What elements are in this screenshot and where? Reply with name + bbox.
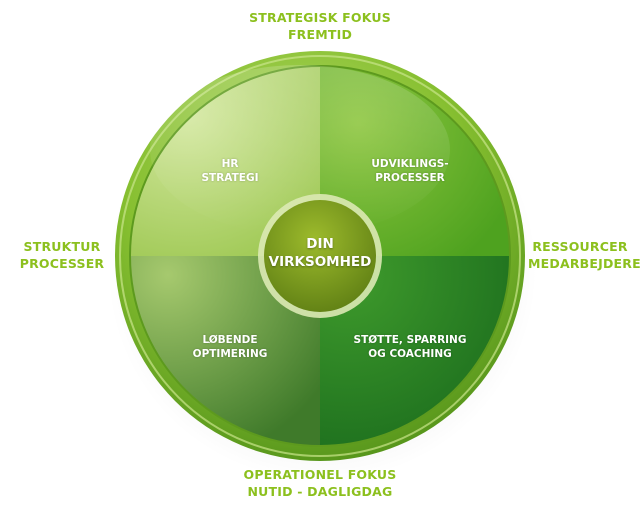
axis-right-line-2: MEDARBEJDERE <box>528 256 640 271</box>
axis-left-line-2: PROCESSER <box>19 256 105 271</box>
axis-label-bottom: OPERATIONEL FOKUS NUTID - DAGLIGDAG <box>200 466 440 500</box>
gloss-highlight <box>150 65 450 235</box>
quadrant-tl-line-2: STRATEGI <box>201 172 259 184</box>
axis-bottom-line-1: OPERATIONEL FOKUS <box>243 467 397 482</box>
quadrant-bottom-left <box>130 256 320 446</box>
quadrant-label-stotte-sparring: STØTTE, SPARRING OG COACHING <box>340 333 480 361</box>
quadrant-tl-line-1: HR <box>221 158 239 170</box>
axis-top-line-1: STRATEGISK FOKUS <box>249 10 391 25</box>
quadrant-label-hr-strategi: HR STRATEGI <box>180 157 280 185</box>
quadrant-br-line-2: OG COACHING <box>368 348 452 360</box>
quadrant-label-udviklingsprocesser: UDVIKLINGS- PROCESSER <box>350 157 470 185</box>
axis-top-line-2: FREMTID <box>287 27 353 42</box>
axis-label-top: STRATEGISK FOKUS FREMTID <box>220 9 420 43</box>
rim-highlight <box>119 55 521 457</box>
quadrant-bottom-right <box>320 256 510 446</box>
quadrant-br-line-1: STØTTE, SPARRING <box>353 334 467 346</box>
quadrant-bl-line-2: OPTIMERING <box>192 348 268 360</box>
axis-label-left: STRUKTUR PROCESSER <box>12 238 112 272</box>
axis-left-line-1: STRUKTUR <box>23 239 101 254</box>
quadrant-tr-line-1: UDVIKLINGS- <box>371 158 449 170</box>
center-line-2: VIRKSOMHED <box>268 254 372 270</box>
quadrant-tr-line-2: PROCESSER <box>375 172 445 184</box>
center-line-1: DIN <box>306 236 334 252</box>
quadrant-bl-line-1: LØBENDE <box>202 334 258 346</box>
axis-right-line-1: RESSOURCER <box>532 239 628 254</box>
center-label: DIN VIRKSOMHED <box>250 235 390 271</box>
axis-bottom-line-2: NUTID - DAGLIGDAG <box>247 484 393 499</box>
quadrant-label-lobende-optimering: LØBENDE OPTIMERING <box>180 333 280 361</box>
axis-label-right: RESSOURCER MEDARBEJDERE <box>528 238 640 272</box>
center-circle <box>264 200 376 312</box>
